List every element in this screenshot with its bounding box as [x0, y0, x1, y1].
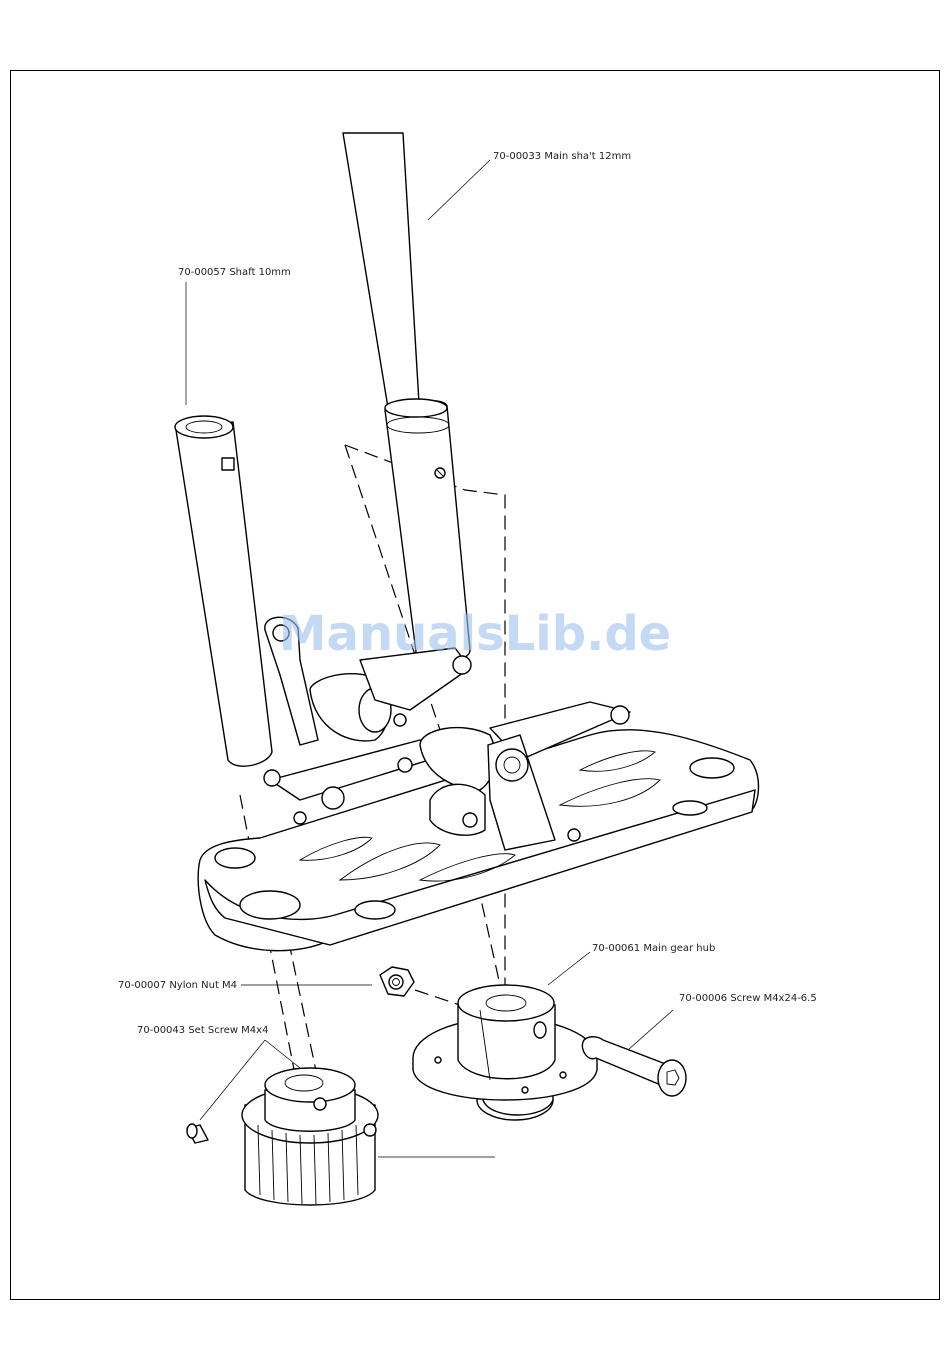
- set-screw: [187, 1124, 208, 1143]
- main-shaft: [343, 133, 470, 662]
- shaft-10mm: [175, 416, 272, 766]
- label-nylon-nut: 70-00007 Nylon Nut M4: [118, 980, 237, 991]
- main-gear-hub: [413, 985, 597, 1120]
- nylon-nut: [380, 967, 414, 996]
- watermark: ManualsLib.de: [279, 606, 671, 662]
- screw: [582, 1037, 686, 1096]
- label-screw: 70-00006 Screw M4x24-6.5: [679, 993, 817, 1004]
- label-main-gear-hub: 70-00061 Main gear hub: [592, 943, 715, 954]
- label-shaft-10mm: 70-00057 Shaft 10mm: [178, 267, 291, 278]
- label-main-shaft: 70-00033 Main sha't 12mm: [493, 151, 631, 162]
- label-set-screw: 70-00043 Set Screw M4x4: [137, 1025, 268, 1036]
